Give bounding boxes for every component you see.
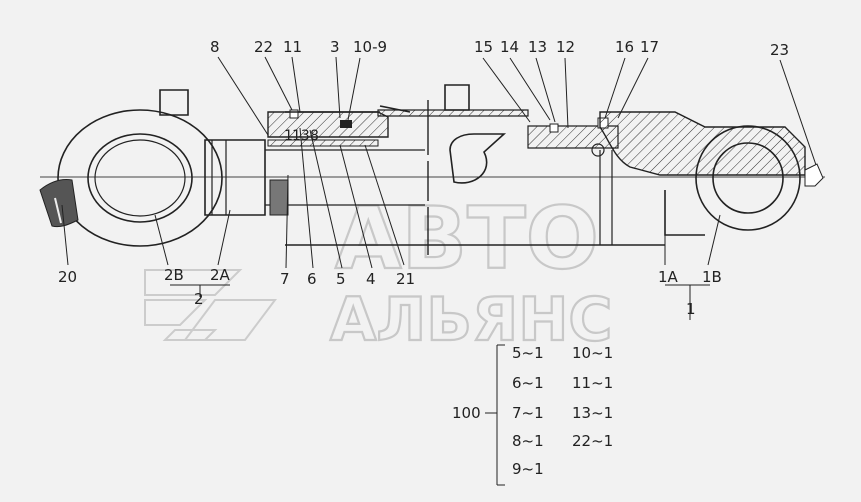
kit-number: 100 — [452, 404, 481, 422]
callout-20: 20 — [58, 268, 77, 286]
callout-7: 7 — [280, 270, 290, 288]
kit-item-right-3: 22~1 — [572, 432, 613, 450]
kit-list: 100 5~1 6~1 7~1 8~1 9~1 10~1 11~1 13~1 2… — [452, 344, 613, 486]
cylinder-tube — [285, 84, 665, 255]
callout-21: 21 — [396, 270, 415, 288]
callout-1: 1 — [686, 300, 696, 318]
callout-1B: 1B — [702, 268, 722, 286]
callout-15: 15 — [474, 38, 493, 56]
callout-11: 11 — [283, 38, 302, 56]
inline-label-13: 13 — [292, 128, 310, 144]
watermark-logo-icon — [144, 269, 277, 341]
callout-3: 3 — [330, 38, 340, 56]
callout-12: 12 — [556, 38, 575, 56]
inline-label-8: 8 — [310, 128, 319, 144]
callout-2A: 2A — [210, 266, 231, 284]
kit-item-right-2: 13~1 — [572, 404, 613, 422]
callout-14: 14 — [500, 38, 519, 56]
callout-4: 4 — [366, 270, 376, 288]
piston-rod — [204, 139, 425, 216]
rod-eye-left — [39, 89, 223, 247]
kit-item-left-4: 9~1 — [512, 460, 544, 478]
callout-16: 16 — [615, 38, 634, 56]
callout-2: 2 — [194, 290, 204, 308]
callout-22: 22 — [254, 38, 273, 56]
kit-item-left-3: 8~1 — [512, 432, 544, 450]
kit-item-left-0: 5~1 — [512, 344, 544, 362]
part-callouts: 8 22 11 3 10-9 15 14 13 12 16 17 23 20 2… — [58, 38, 789, 318]
cylinder-bottom — [599, 111, 824, 236]
watermark-line2: АЛЬЯНС — [330, 285, 612, 355]
callout-17: 17 — [640, 38, 659, 56]
callout-2B: 2B — [164, 266, 184, 284]
cylinder-head — [267, 109, 389, 147]
leader-lines — [61, 56, 817, 320]
callout-6: 6 — [307, 270, 317, 288]
inline-label-1: 1 — [284, 128, 293, 144]
callout-10-9: 10-9 — [353, 38, 387, 56]
kit-item-right-0: 10~1 — [572, 344, 613, 362]
kit-item-left-2: 7~1 — [512, 404, 544, 422]
callout-5: 5 — [336, 270, 346, 288]
callout-23: 23 — [770, 41, 789, 59]
kit-item-right-1: 11~1 — [572, 374, 613, 392]
callout-13: 13 — [528, 38, 547, 56]
callout-1A: 1A — [658, 268, 679, 286]
kit-item-left-1: 6~1 — [512, 374, 544, 392]
callout-8: 8 — [210, 38, 220, 56]
